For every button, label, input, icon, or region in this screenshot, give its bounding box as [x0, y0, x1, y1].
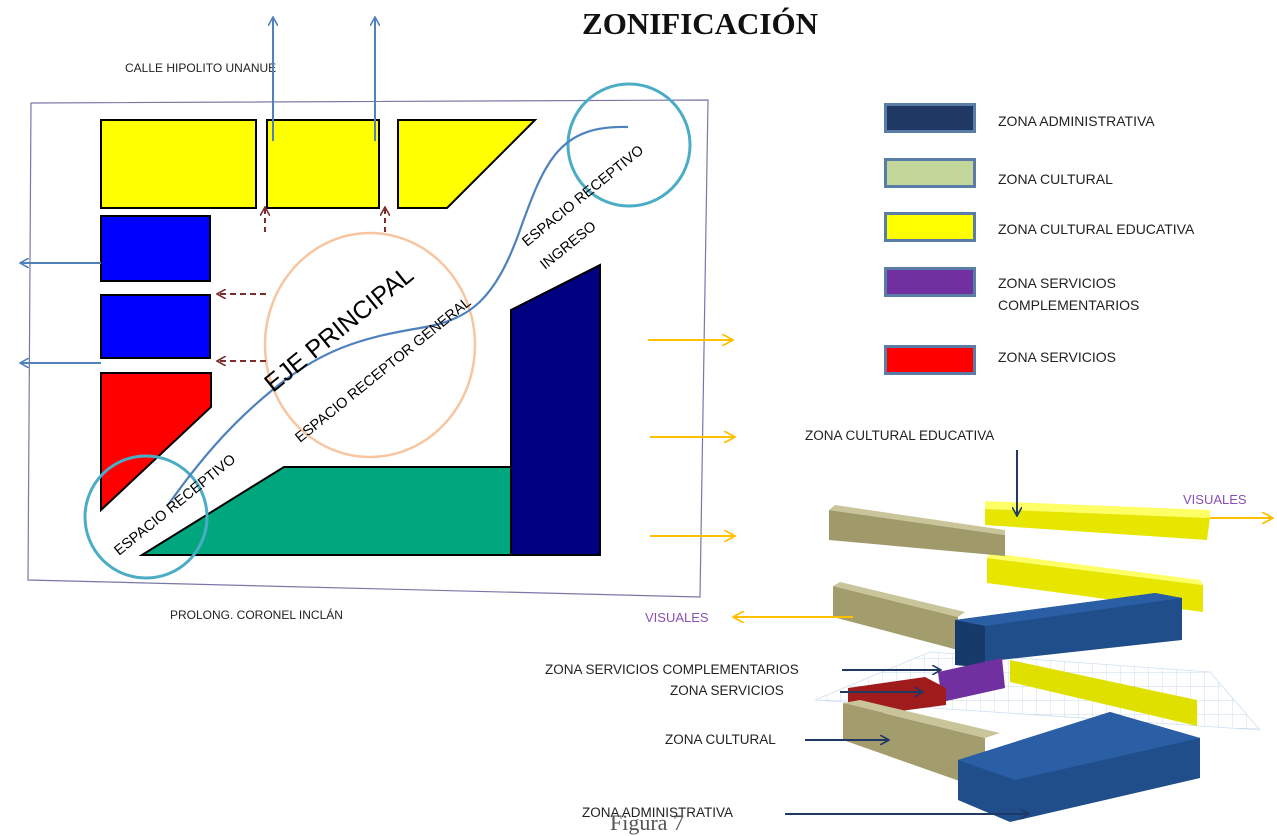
legend-swatch-administrativa — [884, 103, 976, 133]
visuales-label-left: VISUALES — [645, 610, 709, 625]
espacio-receptor-general-label: ESPACIO RECEPTOR GENERAL — [292, 295, 474, 447]
legend-label-cultural: ZONA CULTURAL — [998, 171, 1113, 187]
blue-block-1 — [100, 215, 211, 282]
cultural-educativa-block-3 — [397, 119, 538, 209]
legend-swatch-cultural — [884, 158, 976, 188]
legend-swatch-servicios-complementarios — [884, 267, 976, 297]
receptive-space-circle-top — [566, 82, 692, 208]
main-axis-curve — [167, 125, 629, 506]
iso-label-servicios-complementarios: ZONA SERVICIOS COMPLEMENTARIOS — [545, 662, 799, 677]
eje-principal-circle — [263, 231, 477, 459]
legend-swatch-cultural-educativa — [884, 212, 976, 242]
legend-label-administrativa: ZONA ADMINISTRATIVA — [998, 113, 1155, 129]
legend-swatch-servicios — [884, 345, 976, 375]
iso-administrativa-bottom — [958, 712, 1200, 822]
visuales-label-right: VISUALES — [1183, 492, 1247, 507]
iso-administrativa-mid — [955, 593, 1182, 668]
cultural-educativa-block-1 — [100, 119, 257, 209]
receptive-space-circle-bottom — [83, 454, 209, 580]
figure-caption: Figura 7 — [610, 810, 684, 835]
page-title: ZONIFICACIÓN — [582, 6, 818, 41]
servicios-block — [100, 372, 212, 513]
iso-label-administrativa: ZONA ADMINISTRATIVA — [582, 805, 734, 820]
legend-label-cultural-educativa: ZONA CULTURAL EDUCATIVA — [998, 221, 1195, 237]
iso-cultural-educativa-top — [985, 501, 1210, 540]
iso-cultural-bottom — [843, 700, 1000, 790]
administrativa-block — [510, 263, 601, 556]
site-boundary — [27, 99, 709, 598]
blue-block-2 — [100, 294, 211, 359]
iso-cultural-top — [829, 505, 1005, 556]
iso-label-servicios: ZONA SERVICIOS — [670, 683, 784, 698]
iso-servicios-complementarios — [938, 658, 1005, 702]
cultural-block — [138, 466, 512, 556]
iso-cultural-mid — [833, 582, 965, 650]
street-label-bottom: PROLONG. CORONEL INCLÁN — [170, 608, 343, 622]
iso-label-cultural-educativa: ZONA CULTURAL EDUCATIVA — [805, 428, 995, 443]
iso-label-cultural: ZONA CULTURAL — [665, 732, 776, 747]
legend-label-servicios-complementarios: ZONA SERVICIOS COMPLEMENTARIOS — [998, 275, 1140, 313]
legend-label-servicios: ZONA SERVICIOS — [998, 349, 1116, 365]
cultural-educativa-block-2 — [266, 119, 380, 209]
street-label-top: CALLE HIPOLITO UNANUE — [125, 61, 277, 75]
iso-cultural-educativa-low — [1010, 660, 1197, 726]
